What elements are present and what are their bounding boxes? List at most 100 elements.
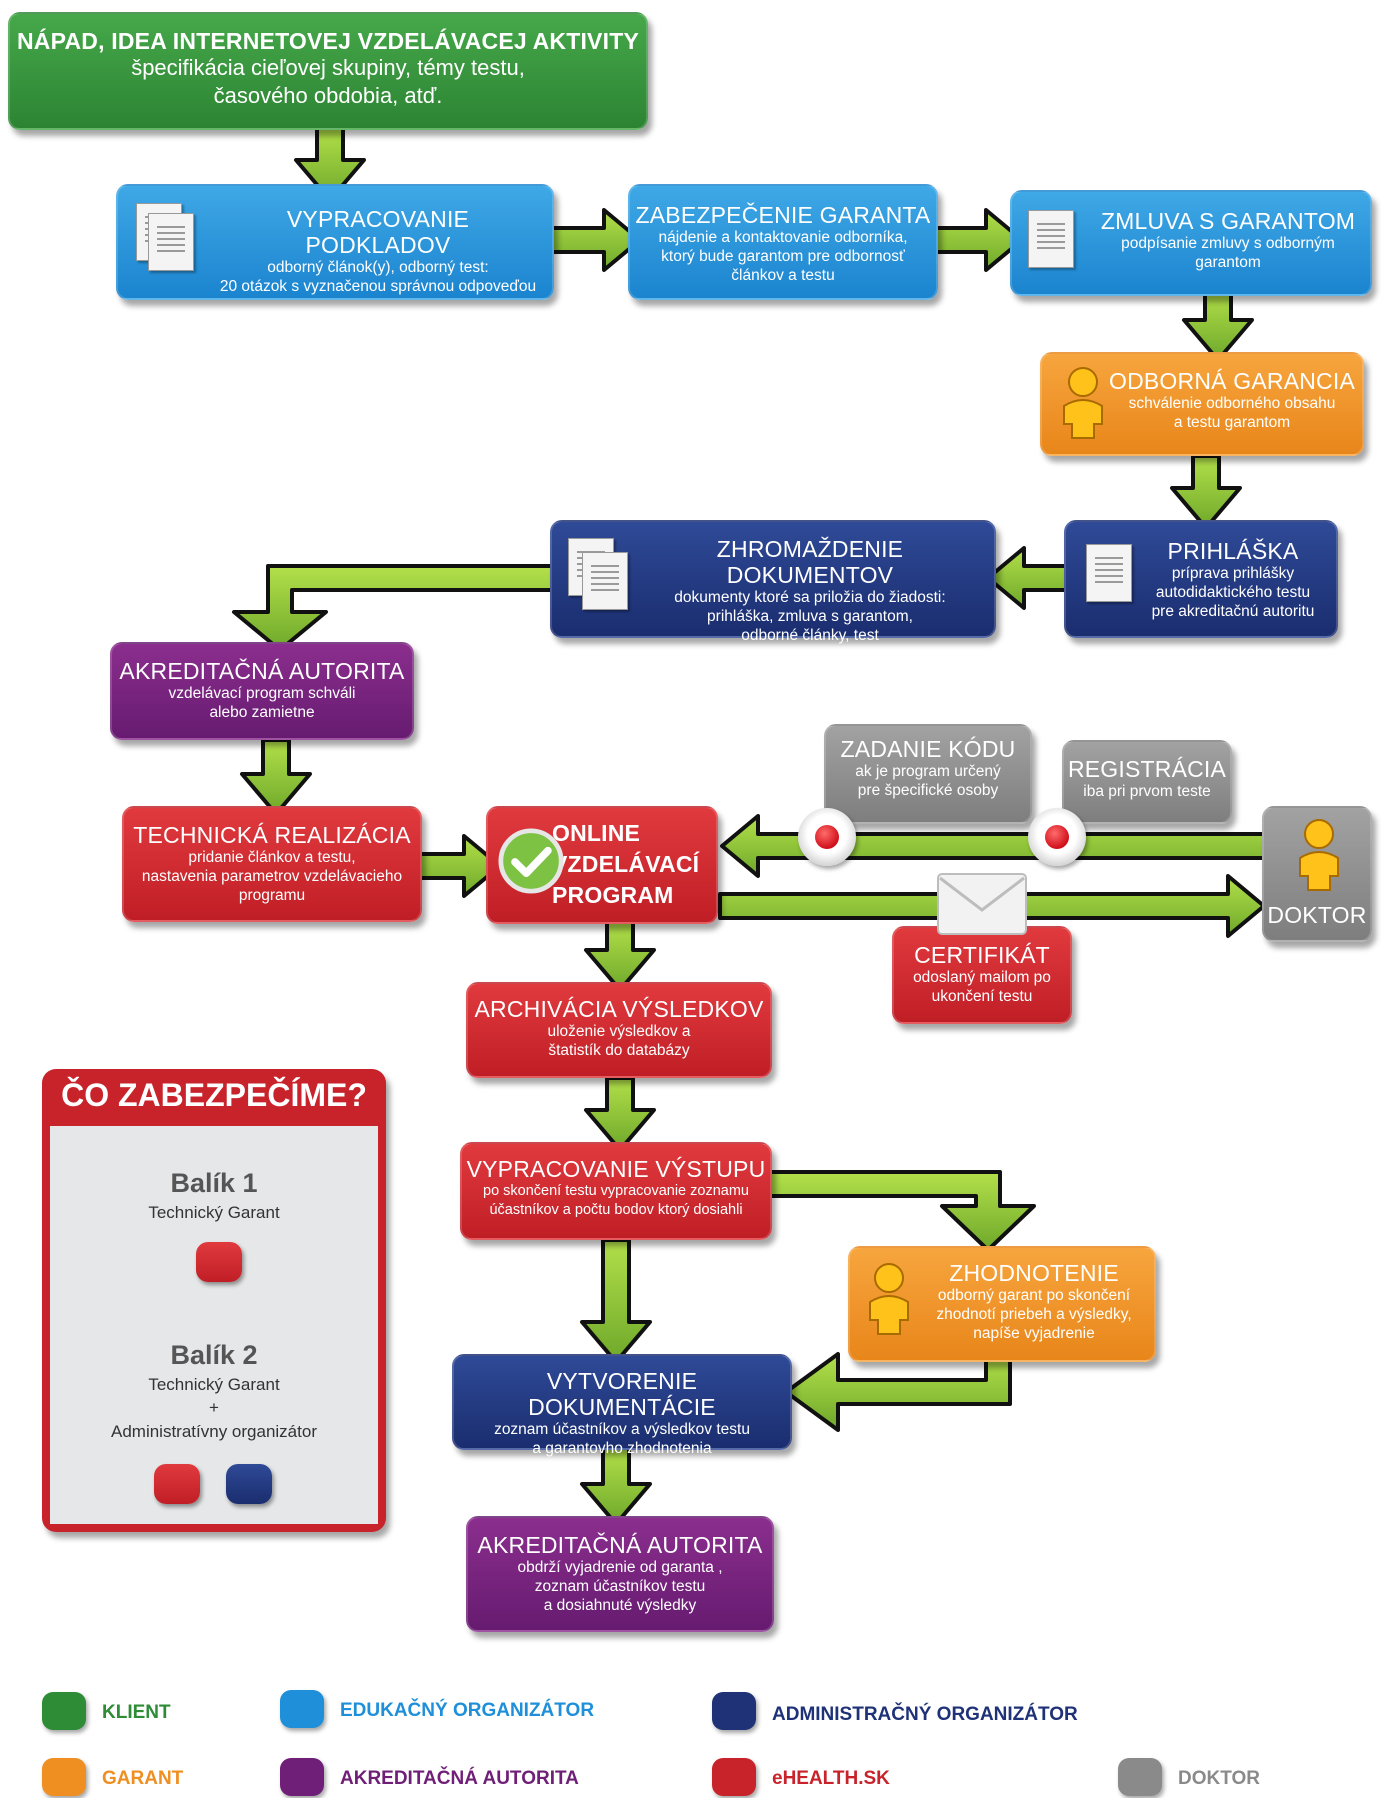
box-dokumentacia-title: VYTVORENIE DOKUMENTÁCIE	[528, 1368, 716, 1420]
arrow-elbow	[232, 564, 558, 652]
box-kod-title: ZADANIE KÓDU	[840, 736, 1016, 762]
box-vystup: VYPRACOVANIE VÝSTUPU po skončení testu v…	[460, 1142, 772, 1240]
box-akreditacia-2-title: AKREDITAČNÁ AUTORITA	[477, 1532, 763, 1558]
legend-swatch-edukacny	[280, 1690, 324, 1728]
box-certifikat-line: odoslaný mailom po	[913, 969, 1051, 986]
online-line: PROGRAM	[552, 882, 674, 908]
box-vystup-title: VYPRACOVANIE VÝSTUPU	[466, 1156, 766, 1182]
package-1-title: Balík 1	[170, 1168, 258, 1198]
box-archivacia-line: štatistík do databázy	[548, 1042, 690, 1059]
box-garancia-line: a testu garantom	[1173, 414, 1291, 431]
panel-body: Balík 1 Technický Garant Balík 2 Technic…	[50, 1126, 378, 1524]
package-2-line: +	[209, 1398, 219, 1417]
box-podklady-title: VYPRACOVANIE PODKLADOV	[286, 206, 470, 258]
package-1-line: Technický Garant	[148, 1203, 280, 1222]
package-2-title: Balík 2	[170, 1340, 258, 1370]
box-garancia-line: schválenie odborného obsahu	[1128, 395, 1336, 412]
arrow-elbow	[768, 1170, 1036, 1252]
document-icon	[148, 213, 194, 271]
box-zhodnotenie-title: ZHODNOTENIE	[949, 1260, 1119, 1286]
box-technicka-line: nastavenia parametrov vzdelávacieho	[141, 868, 403, 885]
arrow-right	[934, 208, 1024, 272]
arrow-right	[416, 834, 502, 898]
contract-pen-icon	[1028, 210, 1074, 268]
arrow-down	[580, 1238, 652, 1364]
box-technicka: TECHNICKÁ REALIZÁCIA pridanie článkov a …	[122, 806, 422, 922]
online-line: ONLINE	[552, 820, 641, 846]
box-garant: ZABEZPEČENIE GARANTA nájdenie a kontakto…	[628, 184, 938, 300]
box-idea-line: časového obdobia, atď.	[213, 83, 443, 108]
documents-icon	[582, 552, 628, 610]
box-garant-line: ktorý bude garantom pre odbornosť	[661, 248, 905, 265]
arrow-elbow	[784, 1352, 1012, 1432]
box-garant-line: nájdenie a kontaktovanie odborníka,	[658, 229, 908, 246]
doctor-person-icon	[1299, 819, 1339, 891]
box-zmluva-title: ZMLUVA S GARANTOM	[1100, 208, 1356, 234]
package-2-chip-admin	[226, 1464, 272, 1504]
legend-swatch-ehealth	[712, 1758, 756, 1796]
box-dokumenty-line: prihláška, zmluva s garantom,	[707, 608, 913, 625]
legend-label-ehealth: eHEALTH.SK	[772, 1768, 890, 1789]
legend-label-doktor: DOKTOR	[1178, 1768, 1260, 1789]
box-vystup-line: účastníkov a počtu bodov ktorý dosiahli	[489, 1202, 743, 1218]
box-vystup-line: po skončení testu vypracovanie zoznamu	[483, 1183, 749, 1199]
box-garant-title: ZABEZPEČENIE GARANTA	[635, 202, 931, 228]
box-registracia-line: iba pri prvom teste	[1083, 783, 1211, 800]
box-zhodnotenie-line: zhodnotí priebeh a výsledky,	[936, 1306, 1132, 1323]
box-archivacia-title: ARCHIVÁCIA VÝSLEDKOV	[474, 996, 764, 1022]
box-dokumenty-line: odborné články, test	[741, 627, 879, 644]
online-line: VZDELÁVACÍ	[552, 851, 700, 877]
packages-panel: ČO ZABEZPEČÍME? Balík 1 Technický Garant…	[42, 1069, 386, 1532]
box-prihlaska-line: pre akreditačnú autoritu	[1151, 603, 1315, 620]
legend-label-klient: KLIENT	[102, 1702, 171, 1723]
box-akreditacia-2-line: zoznam účastníkov testu	[534, 1578, 706, 1595]
box-akreditacia-2-line: obdrží vyjadrenie od garanta ,	[517, 1559, 723, 1576]
box-akreditacia-1: AKREDITAČNÁ AUTORITA vzdelávací program …	[110, 642, 414, 740]
box-dokumentacia: VYTVORENIE DOKUMENTÁCIE zoznam účastníko…	[452, 1354, 792, 1457]
box-zmluva-line: podpísanie zmluvy s odborným	[1121, 235, 1335, 252]
box-prihlaska: PRIHLÁŠKA príprava prihlášky autodidakti…	[1064, 520, 1338, 638]
box-kod-line: pre špecifické osoby	[857, 782, 999, 799]
box-technicka-title: TECHNICKÁ REALIZÁCIA	[133, 822, 411, 848]
box-archivacia: ARCHIVÁCIA VÝSLEDKOV uloženie výsledkov …	[466, 982, 772, 1078]
box-dokumentacia-line: zoznam účastníkov a výsledkov testu	[494, 1421, 750, 1438]
legend-label-akreditacna: AKREDITAČNÁ AUTORITA	[340, 1768, 579, 1789]
package-2-line: Administratívny organizátor	[111, 1422, 317, 1441]
arrow-down	[584, 1076, 656, 1152]
code-entry-marker	[798, 808, 856, 866]
box-akreditacia-2-line: a dosiahnuté výsledky	[543, 1597, 697, 1614]
box-doktor-title: DOKTOR	[1267, 902, 1367, 928]
box-dokumenty-line: dokumenty ktoré sa priložia do žiadosti:	[674, 589, 946, 606]
arrow-down	[294, 126, 366, 202]
box-registracia-title: REGISTRÁCIA	[1067, 756, 1227, 782]
arrow-left-from-doctor	[720, 814, 1278, 878]
box-certifikat: CERTIFIKÁT odoslaný mailom po ukončení t…	[892, 926, 1072, 1024]
arrow-left	[986, 546, 1072, 610]
box-podklady-line: odborný článok(y), odborný test:	[267, 259, 489, 276]
box-dokumentacia-line: a garantovho zhodnotenia	[532, 1440, 712, 1457]
legend-label-administracny: ADMINISTRAČNÝ ORGANIZÁTOR	[772, 1704, 1078, 1725]
box-zmluva-line: garantom	[1195, 254, 1261, 271]
box-akreditacia-1-line: alebo zamietne	[209, 704, 315, 721]
envelope-icon	[937, 873, 1027, 935]
box-kod-line: ak je program určený	[855, 763, 1001, 780]
box-prihlaska-line: autodidaktického testu	[1155, 584, 1311, 601]
box-prihlaska-line: príprava prihlášky	[1171, 565, 1295, 582]
arrow-down	[584, 920, 656, 992]
box-technicka-line: programu	[238, 887, 306, 904]
arrow-down	[580, 1446, 652, 1526]
checkmark-icon	[498, 828, 564, 894]
box-zadanie-kodu: ZADANIE KÓDU ak je program určený pre šp…	[824, 724, 1032, 824]
person-icon	[1063, 367, 1103, 439]
package-2-chip-ehealth	[154, 1464, 200, 1504]
box-garant-line: článkov a testu	[731, 267, 835, 284]
box-idea-line: špecifikácia cieľovej skupiny, témy test…	[131, 55, 525, 80]
box-idea-title: NÁPAD, IDEA INTERNETOVEJ VZDELÁVACEJ AKT…	[17, 28, 639, 54]
legend-swatch-akreditacna	[280, 1758, 324, 1796]
box-idea: NÁPAD, IDEA INTERNETOVEJ VZDELÁVACEJ AKT…	[8, 12, 648, 130]
box-zhodnotenie-line: odborný garant po skončení	[937, 1287, 1131, 1304]
box-akreditacia-1-title: AKREDITAČNÁ AUTORITA	[119, 658, 405, 684]
box-podklady-line: 20 otázok s vyznačenou správnou odpoveďo…	[219, 278, 537, 295]
box-akreditacia-1-line: vzdelávací program schváli	[168, 685, 356, 702]
